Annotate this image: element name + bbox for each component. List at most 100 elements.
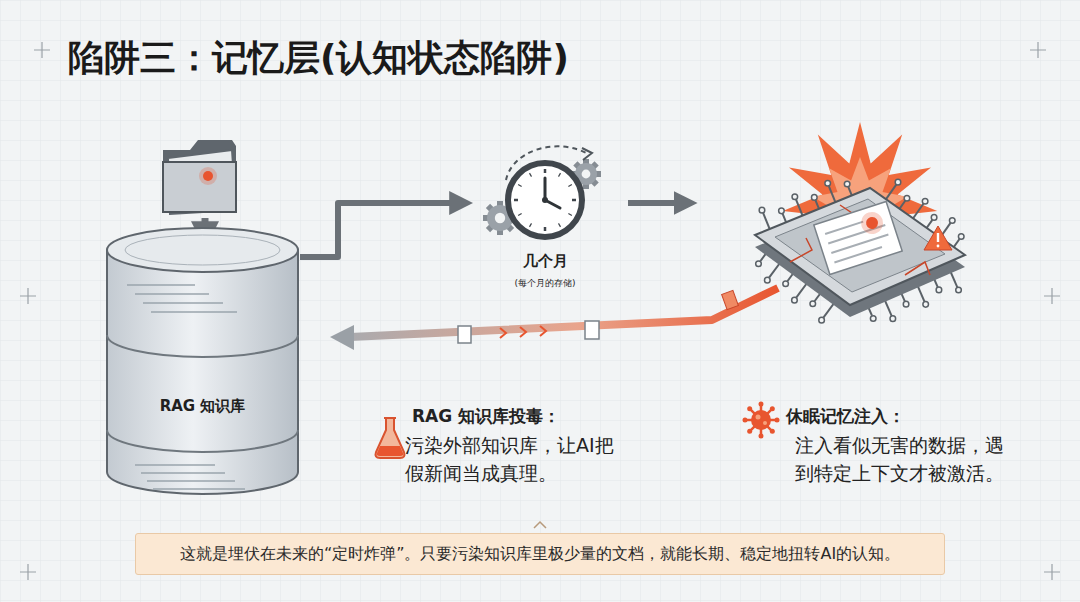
poisoned-document <box>858 209 886 237</box>
cylinder-texture <box>135 293 209 295</box>
cycle-arc-head <box>582 148 592 160</box>
chip-pins <box>756 179 964 323</box>
cylinder-texture <box>141 472 225 474</box>
cylinder-outline <box>125 235 280 265</box>
crosshair-marks <box>34 42 50 58</box>
caption-pointer <box>534 522 546 528</box>
chip-body <box>755 188 965 317</box>
chip-pins <box>792 297 798 303</box>
chip-pins <box>931 215 937 221</box>
clock-outline <box>544 227 547 231</box>
clock-hands <box>545 178 560 208</box>
chip-pins <box>810 301 816 307</box>
chip-body <box>775 199 945 292</box>
chip-pins <box>949 218 955 224</box>
crosshair-marks <box>20 564 36 580</box>
cylinder-outline <box>105 225 300 497</box>
poison-return-arrow <box>350 288 778 337</box>
poisoned-document <box>814 202 902 275</box>
virus-icon <box>770 406 775 411</box>
clock-outline <box>530 173 532 176</box>
virus-icon <box>770 429 775 434</box>
chip-pins <box>958 234 964 240</box>
virus-icon <box>759 434 764 439</box>
folder-icon <box>163 140 236 214</box>
flask-icon <box>384 417 396 419</box>
warning-triangle <box>937 233 939 242</box>
chip-pins <box>922 198 928 204</box>
clock-face <box>508 163 582 237</box>
chip-pins <box>811 195 817 201</box>
chip-pins <box>844 181 850 187</box>
chip-pins <box>759 207 765 213</box>
chip-pins <box>904 195 910 201</box>
clock-to-chip-arrow <box>628 200 688 206</box>
chip-pins <box>756 261 762 267</box>
poison-return-arrow <box>722 290 739 309</box>
cylinder-texture <box>153 488 245 490</box>
cylinder-texture <box>143 302 223 304</box>
poison-return-arrow <box>330 325 354 350</box>
clock-outline <box>559 223 561 226</box>
clock-outline <box>559 173 561 176</box>
caption-band: 这就是埋伏在未来的“定时炸弹”。只要污染知识库里极少量的文档，就能长期、稳定地扭… <box>135 533 945 575</box>
node-sublabel: (每个月的存储) <box>470 277 620 290</box>
chip-pins <box>783 281 789 287</box>
crosshair-marks <box>1044 288 1060 304</box>
warning-triangle <box>937 245 940 248</box>
cylinder-texture <box>127 284 195 286</box>
virus-icon <box>759 402 764 407</box>
virus-icon <box>775 418 780 423</box>
clock-outline <box>470 148 620 300</box>
chip-pins <box>792 194 798 200</box>
chip-pins <box>779 208 785 214</box>
clock-outline <box>518 185 521 187</box>
poison-return-arrow <box>330 288 778 350</box>
clock-outline <box>572 199 576 202</box>
knowledge-base-cylinder: RAG 知识库 <box>105 225 300 497</box>
chip-pins <box>825 180 831 186</box>
gear-icon <box>582 170 591 179</box>
virus-icon <box>743 402 780 439</box>
caption-pointer <box>534 522 546 528</box>
clock-outline <box>542 197 548 203</box>
cylinder-texture <box>147 480 235 482</box>
threat-description: 污染外部知识库，让AI把假新闻当成真理。 <box>405 432 627 487</box>
clock-outline <box>514 199 518 202</box>
clock-outline <box>518 214 521 216</box>
virus-icon <box>747 406 752 411</box>
gear-icon <box>495 213 505 223</box>
caption-text: 这就是埋伏在未来的“定时炸弹”。只要污染知识库里极少量的文档，就能长期、稳定地扭… <box>180 544 900 565</box>
virus-icon <box>763 421 767 425</box>
clock-outline <box>544 169 547 173</box>
crosshair-marks <box>1044 564 1060 580</box>
chip-pins <box>936 287 942 293</box>
poison-return-arrow <box>500 326 546 338</box>
folder-icon <box>163 162 236 212</box>
crosshair-marks <box>20 288 36 304</box>
virus-icon <box>743 418 748 423</box>
threat-description: 注入看似无害的数据，遇到特定上下文才被激活。 <box>795 432 1017 487</box>
cylinder-texture <box>135 464 215 466</box>
chip-pins <box>890 316 896 322</box>
flask-icon <box>376 418 405 458</box>
chip-pins <box>895 179 901 185</box>
crosshair-marks <box>1030 42 1046 58</box>
clock-outline <box>568 214 571 216</box>
clock-outline <box>568 185 571 187</box>
poisoned-document <box>814 202 902 275</box>
chip-pins <box>765 277 771 283</box>
page-title: 陷阱三：记忆层(认知状态陷阱) <box>68 34 569 83</box>
clock-to-chip-arrow <box>628 203 688 204</box>
chip-pins <box>956 287 962 293</box>
chip-pins <box>923 302 929 308</box>
cylinder-top <box>107 228 298 272</box>
chip-pins <box>819 317 825 323</box>
clock-outline <box>530 223 532 226</box>
node-label: 几个月 <box>470 252 620 271</box>
virus-icon <box>751 410 771 430</box>
poison-return-arrow <box>585 321 599 339</box>
cylinder-body <box>107 250 298 494</box>
